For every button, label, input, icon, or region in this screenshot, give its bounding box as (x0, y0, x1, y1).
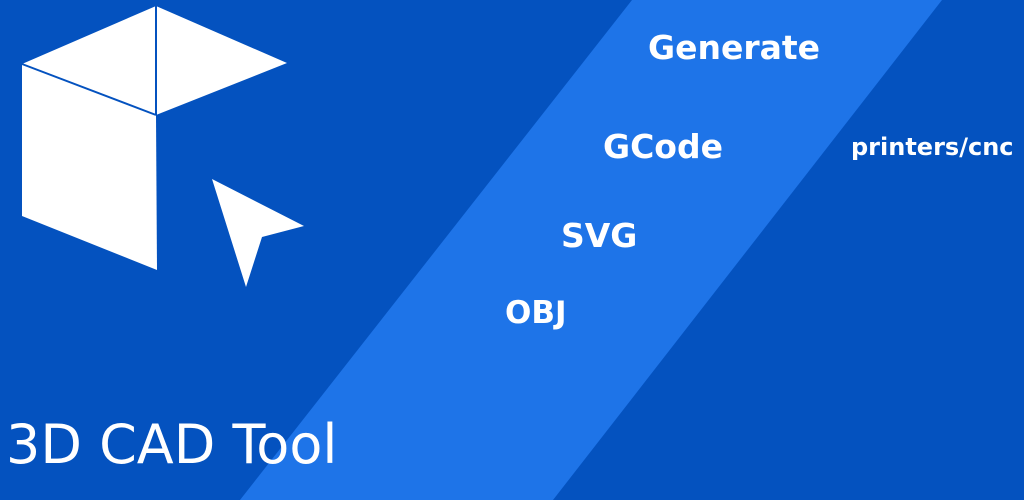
generate-label: Generate (648, 28, 821, 67)
gcode-label: GCode (603, 127, 723, 166)
isometric-open-cube-icon (21, 6, 287, 270)
svg-label: SVG (561, 216, 638, 255)
obj-label: OBJ (505, 295, 567, 331)
app-logo (21, 6, 304, 287)
app-title: 3D CAD Tool (6, 413, 338, 476)
printers-cnc-label: printers/cnc (851, 133, 1014, 161)
pointer-arrow-icon (212, 179, 304, 287)
